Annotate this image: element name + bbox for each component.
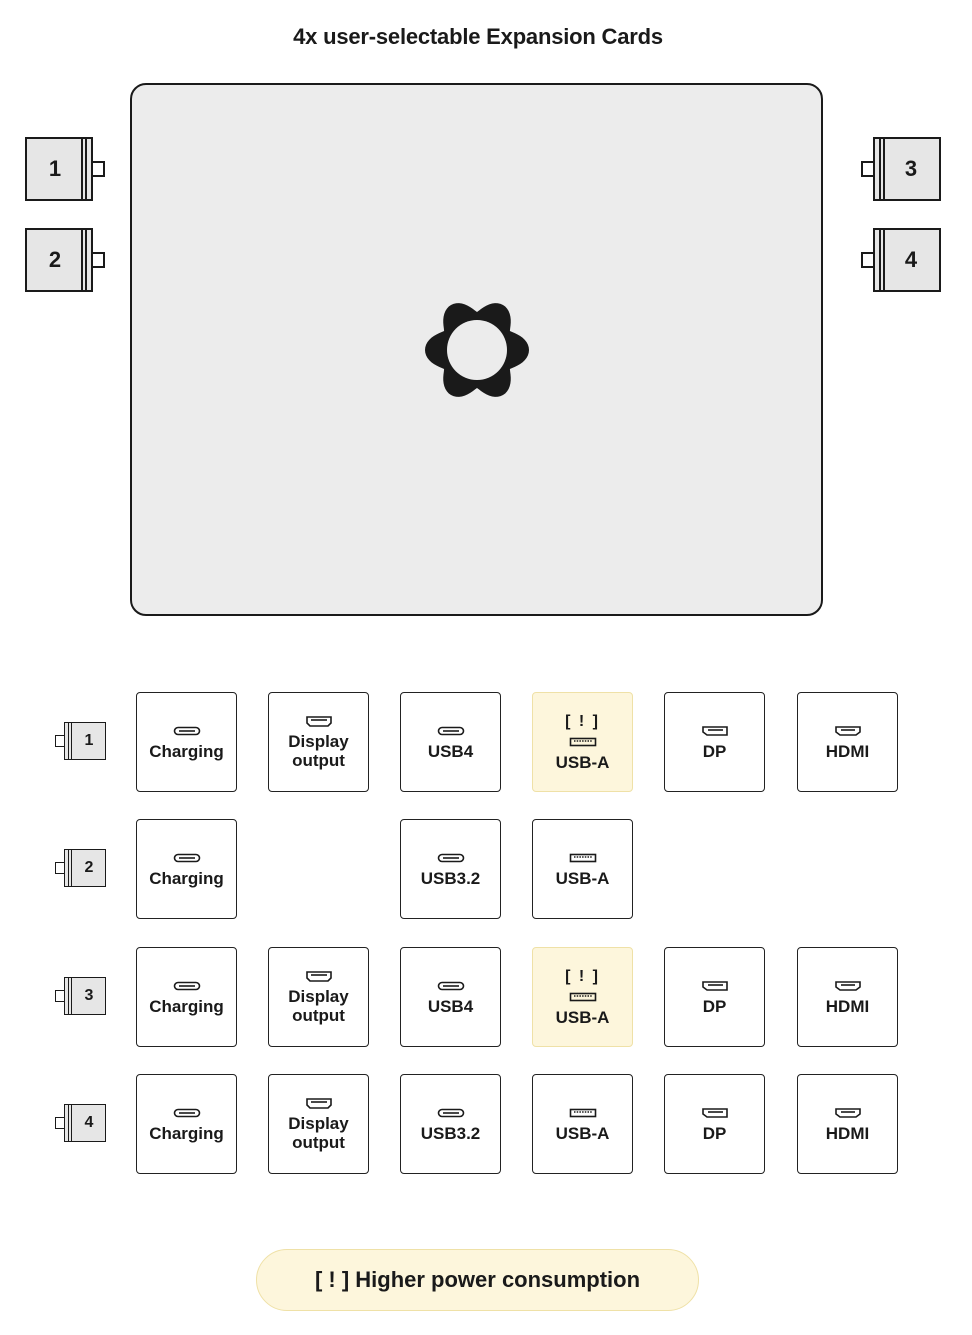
tile-label: HDMI: [825, 996, 870, 1016]
expansion-bay-3: 3: [855, 137, 941, 203]
option-tile-usb-a: [ ! ] USB-A: [532, 692, 633, 792]
row-number: 1: [84, 732, 94, 749]
hdmi-port-icon: [834, 979, 862, 993]
display-port-icon: [305, 969, 333, 983]
option-tile-usb-a: USB-A: [532, 819, 633, 919]
usb-c-port-icon: [173, 851, 201, 865]
tile-label: Charging: [149, 996, 224, 1016]
usb-a-port-icon: [569, 851, 597, 865]
option-tile-hdmi: HDMI: [797, 692, 898, 792]
option-tile-usb3.2: USB3.2: [400, 819, 501, 919]
card-body: [25, 137, 93, 201]
usb-c-port-icon: [173, 1106, 201, 1120]
tile-label: Charging: [149, 868, 224, 888]
option-tile-display-output: Display output: [268, 692, 369, 792]
usb-c-port-icon: [437, 851, 465, 865]
tile-label: USB-A: [555, 1123, 610, 1143]
option-tile-display-output: Display output: [268, 1074, 369, 1174]
bay-number: 4: [904, 247, 918, 272]
usb-c-port-icon: [437, 979, 465, 993]
card-body: [64, 721, 106, 760]
row-number: 2: [84, 859, 94, 876]
tile-label: DP: [702, 996, 727, 1016]
usb-c-port-icon: [437, 724, 465, 738]
option-tile-hdmi: HDMI: [797, 947, 898, 1047]
option-tile-charging: Charging: [136, 819, 237, 919]
bay-number: 2: [48, 247, 62, 272]
tile-label: Charging: [149, 741, 224, 761]
power-legend-badge: [ ! ] Higher power consumption: [256, 1249, 699, 1311]
row-card-1: 1: [55, 721, 107, 762]
tile-label: USB4: [427, 741, 474, 761]
card-body: [873, 228, 941, 292]
tile-label: USB3.2: [420, 868, 481, 888]
tile-label: Charging: [149, 1123, 224, 1143]
row-number: 3: [84, 987, 94, 1004]
tile-label: Display output: [288, 1114, 349, 1152]
option-tile-charging: Charging: [136, 1074, 237, 1174]
option-tile-usb4: USB4: [400, 947, 501, 1047]
option-tile-usb3.2: USB3.2: [400, 1074, 501, 1174]
card-body: [64, 1103, 106, 1142]
option-tile-display-output: Display output: [268, 947, 369, 1047]
card-body: [64, 976, 106, 1015]
row-card-3: 3: [55, 976, 107, 1017]
option-tile-dp: DP: [664, 947, 765, 1047]
card-connector: [91, 252, 105, 268]
expansion-bay-1: 1: [25, 137, 111, 203]
dp-port-icon: [701, 979, 729, 993]
dp-port-icon: [701, 1106, 729, 1120]
card-body: [64, 848, 106, 887]
page-title: 4x user-selectable Expansion Cards: [293, 24, 663, 49]
option-tile-usb4: USB4: [400, 692, 501, 792]
row-number: 4: [84, 1114, 94, 1131]
gear-logo-icon: [425, 303, 529, 397]
tile-label: HDMI: [825, 741, 870, 761]
tile-label: USB-A: [555, 1007, 610, 1027]
tile-label: Display output: [288, 732, 349, 770]
usb-c-port-icon: [173, 724, 201, 738]
option-tile-hdmi: HDMI: [797, 1074, 898, 1174]
usb-c-port-icon: [437, 1106, 465, 1120]
warning-marker: [ ! ]: [565, 967, 600, 985]
option-tile-usb-a: [ ! ] USB-A: [532, 947, 633, 1047]
option-tile-dp: DP: [664, 692, 765, 792]
card-body: [873, 137, 941, 201]
hdmi-port-icon: [834, 724, 862, 738]
row-card-2: 2: [55, 848, 107, 889]
usb-a-port-icon: [569, 735, 597, 749]
tile-label: HDMI: [825, 1123, 870, 1143]
display-port-icon: [305, 714, 333, 728]
expansion-bay-2: 2: [25, 228, 111, 294]
bay-number: 1: [48, 156, 62, 181]
display-port-icon: [305, 1096, 333, 1110]
card-connector: [861, 161, 875, 177]
expansion-bay-4: 4: [855, 228, 941, 294]
tile-label: Display output: [288, 987, 349, 1025]
tile-label: DP: [702, 741, 727, 761]
dp-port-icon: [701, 724, 729, 738]
tile-label: USB-A: [555, 752, 610, 772]
card-connector: [91, 161, 105, 177]
usb-a-port-icon: [569, 990, 597, 1004]
option-tile-charging: Charging: [136, 692, 237, 792]
option-tile-dp: DP: [664, 1074, 765, 1174]
card-connector: [861, 252, 875, 268]
row-card-4: 4: [55, 1103, 107, 1144]
warning-marker: [ ! ]: [565, 712, 600, 730]
option-tile-charging: Charging: [136, 947, 237, 1047]
usb-c-port-icon: [173, 979, 201, 993]
hdmi-port-icon: [834, 1106, 862, 1120]
tile-label: DP: [702, 1123, 727, 1143]
tile-label: USB3.2: [420, 1123, 481, 1143]
tile-label: USB4: [427, 996, 474, 1016]
option-tile-usb-a: USB-A: [532, 1074, 633, 1174]
usb-a-port-icon: [569, 1106, 597, 1120]
tile-label: USB-A: [555, 868, 610, 888]
bay-number: 3: [904, 156, 918, 181]
